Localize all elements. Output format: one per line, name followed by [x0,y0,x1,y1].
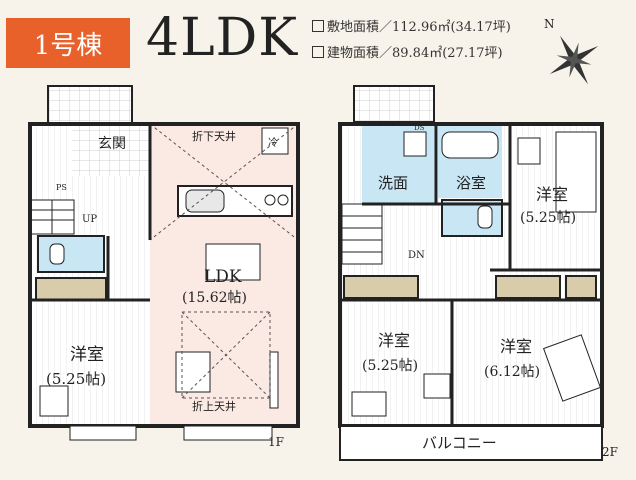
checkbox-icon [312,20,324,32]
washbasin-icon [403,131,427,157]
building-tag: 1号棟 [6,18,130,68]
tv-icon [269,351,279,409]
label-fridge: 冷 [268,136,278,149]
label-western-room-1f-size: (5.25帖) [46,370,106,388]
chair-icon [423,373,451,399]
balcony-top [353,85,435,123]
stairs-1f [29,199,75,235]
label-floor-2: 2F [602,445,618,459]
bathtub-icon [441,131,499,159]
label-room-right-size: (6.12帖) [484,364,540,380]
label-ds: DS [414,124,425,132]
toilet-icon [49,243,65,265]
label-dn: DN [408,250,425,261]
label-washroom: 洗面 [378,174,408,192]
entrance-floor [72,126,150,176]
layout-type: 4LDK [146,8,299,68]
stove-icon [264,194,276,206]
ceiling-marks [149,123,299,399]
checkbox-icon [312,46,324,58]
storage-1f [35,277,107,301]
label-ceiling-top: 折下天井 [192,129,236,143]
label-western-room-1f: 洋室 [70,345,104,365]
label-entrance: 玄関 [98,135,126,152]
storage-2f [495,275,561,299]
label-room-center-size: (5.25帖) [362,358,418,374]
stove-icon [277,194,289,206]
chair-icon [517,137,541,165]
bed-icon [555,131,597,213]
storage-2f [343,275,419,299]
label-balcony: バルコニー [422,434,497,452]
label-ldk-size: (15.62帖) [182,290,247,306]
porch [47,85,133,127]
desk-icon [351,391,387,417]
toilet-room-2f [441,199,503,237]
toilet-icon [477,205,493,229]
label-room-ne-size: (5.25帖) [520,210,576,226]
label-ldk: LDK [204,267,242,287]
bed-icon [542,334,602,402]
fridge [261,127,289,155]
compass-rose-icon [549,35,599,85]
land-area: 敷地面積／112.96㎡(34.17坪) [327,20,511,35]
dining-table [205,243,261,281]
building-area-row: 建物面積／89.84㎡(27.17坪) [312,42,503,61]
label-room-ne: 洋室 [536,185,568,204]
balcony [339,425,603,461]
sink-icon [185,189,225,213]
floor-1-plan: 玄関 UP PS 折下天井 冷 LDK (15.62帖) 折上天井 洋室 (5.… [28,85,300,449]
window [69,425,137,441]
window [183,425,273,441]
toilet-room-1f [37,235,105,273]
label-bathroom: 浴室 [456,174,486,192]
floor-1-walls [28,122,300,428]
label-up: UP [82,214,97,225]
sofa-icon [175,351,211,393]
building-area: 建物面積／89.84㎡(27.17坪) [327,46,503,61]
compass: N [544,17,599,85]
storage-2f [565,275,597,299]
label-floor-1: 1F [268,435,284,449]
stairs-2f [341,203,383,265]
desk-icon [39,385,69,417]
floor-2-plan: DS 洗面 浴室 DN 洋室 (5.25帖) 洋室 (5.25帖) 洋室 (6.… [338,85,618,461]
land-area-row: 敷地面積／112.96㎡(34.17坪) [312,16,511,35]
label-room-center: 洋室 [378,331,410,350]
label-room-right: 洋室 [500,337,532,356]
label-ceiling-bottom: 折上天井 [192,399,236,413]
label-ps: PS [56,183,67,192]
compass-north-label: N [544,17,555,31]
